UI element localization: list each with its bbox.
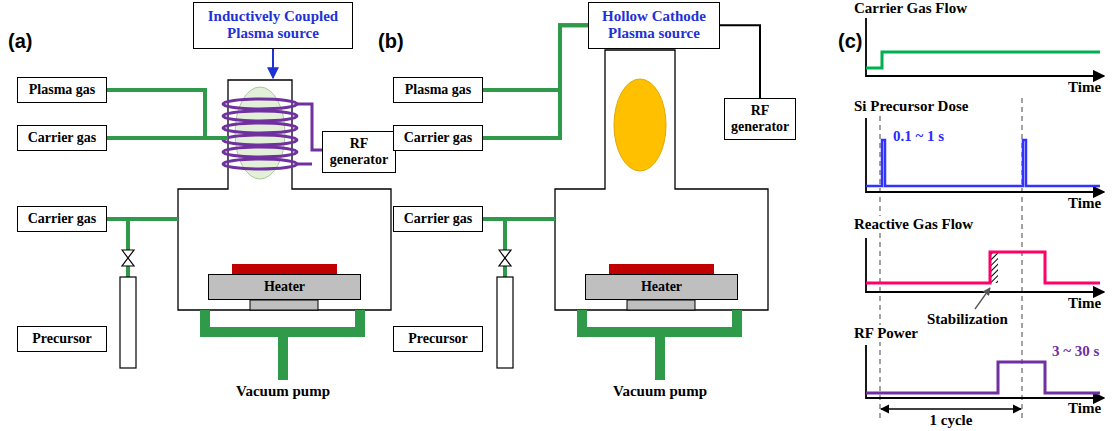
cycle-arrow (881, 408, 1021, 409)
wafer (232, 264, 337, 274)
drawing-part (223, 123, 297, 133)
plasma-source-box: Inductively Coupled Plasma source (193, 2, 353, 49)
drawing-part (297, 104, 322, 150)
heater-base (250, 300, 318, 310)
box-text: Hollow Cathode Plasma source (597, 8, 711, 43)
precursor-box: Precursor (17, 326, 107, 352)
drawing-part (866, 18, 1104, 76)
drawing-part (503, 266, 507, 277)
dose-signal (866, 140, 1100, 186)
box-text: Carrier gas (400, 211, 476, 227)
chart-label: Stabilization (925, 311, 1010, 328)
plasma-source-box: Hollow Cathode Plasma source (588, 2, 720, 49)
leader-line (975, 288, 990, 309)
drawing-part (107, 136, 228, 140)
box-text: Precursor (24, 331, 100, 347)
gas-line-connector (483, 25, 588, 90)
box-text: Heater (215, 279, 354, 295)
valve-symbol (499, 250, 511, 266)
chart-label: 3 ~ 30 s (1052, 343, 1099, 360)
drawing-part (223, 147, 297, 157)
box-text: Heater (592, 279, 731, 295)
panel-tag: (b) (378, 30, 404, 53)
drawing-part (879, 98, 880, 420)
drawing-part (223, 135, 297, 145)
drawing-part (223, 111, 297, 121)
chart-label: Si Precursor Dose (852, 98, 970, 115)
box-text: RF generator (731, 103, 789, 135)
box-text: Carrier gas (24, 211, 100, 227)
box-text: Inductively Coupled Plasma source (202, 8, 344, 43)
gas-line-connector (720, 25, 760, 98)
chamber (555, 50, 768, 310)
chart-label: 1 cycle (928, 412, 975, 429)
gas-lines (107, 90, 228, 277)
drawing-part (503, 219, 507, 250)
callout-arrow (272, 48, 274, 78)
valve-symbol (122, 250, 134, 266)
chart-label: Reactive Gas Flow (852, 216, 975, 233)
gas-box: Carrier gas (17, 206, 107, 232)
pump-line (582, 310, 737, 380)
gas-box: Plasma gas (17, 77, 107, 103)
rf-generator-box: RF generator (322, 131, 396, 173)
box-text: Carrier gas (400, 130, 476, 146)
box-text: RF generator (329, 136, 389, 168)
drawing-part (866, 238, 1104, 292)
panel-a-drawing (107, 48, 391, 380)
reactive-signal (866, 252, 1100, 283)
gas-box: Plasma gas (393, 77, 483, 103)
drawing-part (297, 163, 312, 166)
chart-label: Time (1068, 400, 1101, 417)
chart-label: Time (1068, 295, 1101, 312)
pump-line (205, 310, 360, 380)
chart-label: Vacuum pump (236, 383, 330, 400)
drawing-part (107, 90, 205, 138)
cycle-markers (880, 98, 1022, 420)
rf-generator-box: RF generator (724, 98, 796, 140)
gas-line-connector (483, 25, 588, 138)
precursor-box: Precursor (393, 326, 483, 352)
chart-label: RF Power (852, 325, 920, 342)
chart-label: Vacuum pump (613, 383, 707, 400)
rf-coil (223, 99, 322, 169)
drawing-part (126, 219, 130, 250)
wafer (609, 264, 714, 274)
drawing-part (223, 99, 297, 109)
chamber (178, 80, 391, 310)
chart-label: 0.1 ~ 1 s (893, 128, 944, 145)
panel-tag: (c) (838, 30, 862, 53)
chart-label: Time (1068, 79, 1101, 96)
box-text: Plasma gas (24, 82, 100, 98)
gas-lines (482, 219, 555, 277)
precursor-cylinder (120, 277, 136, 368)
gas-box: Carrier gas (17, 125, 107, 151)
drawing-part (866, 118, 1104, 192)
panel-tag: (a) (8, 30, 32, 53)
carrier-signal (866, 52, 1100, 68)
drawing-part (126, 266, 130, 277)
drawing-part (223, 159, 297, 169)
rf-signal (866, 362, 1100, 393)
gas-box: Carrier gas (393, 206, 483, 232)
drawing-part (107, 217, 178, 221)
box-text: Plasma gas (400, 82, 476, 98)
gas-box: Carrier gas (393, 125, 483, 151)
heater-box: Heater (208, 274, 361, 300)
heater-base (627, 300, 695, 310)
chart-label: Time (1068, 195, 1101, 212)
plasma-glow (614, 79, 666, 171)
box-text: Carrier gas (24, 130, 100, 146)
chart-label: Carrier Gas Flow (852, 0, 969, 17)
precursor-cylinder (497, 277, 513, 368)
heater-box: Heater (585, 274, 738, 300)
box-text: Precursor (400, 331, 476, 347)
drawing-part (482, 217, 555, 221)
